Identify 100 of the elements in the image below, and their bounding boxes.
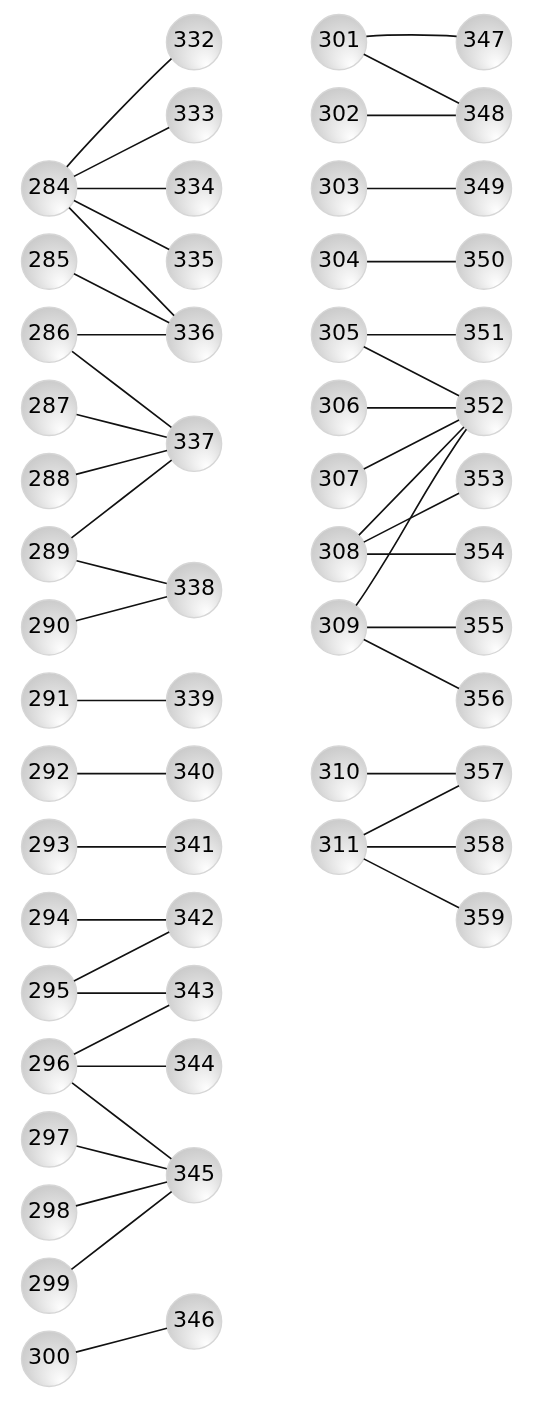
node-circle: 335 <box>165 233 223 290</box>
node-circle: 337 <box>165 415 223 473</box>
node-circle: 307 <box>310 452 368 510</box>
node-circle: 286 <box>20 306 78 364</box>
connector <box>70 1190 173 1271</box>
connector <box>363 784 460 836</box>
connector <box>75 1181 168 1207</box>
node-circle: 295 <box>20 964 78 1022</box>
connector <box>355 428 468 607</box>
connector <box>363 858 460 909</box>
node-circle: 353 <box>455 452 513 510</box>
node-circle: 354 <box>455 525 513 583</box>
node-circle: 310 <box>310 745 368 802</box>
node-circle: 309 <box>310 599 368 656</box>
connector <box>363 419 460 470</box>
node-circle: 308 <box>310 525 368 583</box>
connector <box>76 992 167 994</box>
connector <box>366 187 457 190</box>
connector <box>75 1145 168 1170</box>
connector <box>75 596 168 622</box>
connector <box>363 492 460 543</box>
node-circle: 357 <box>455 745 513 802</box>
connector <box>366 407 457 409</box>
node-circle: 285 <box>20 233 78 290</box>
node-circle: 300 <box>20 1330 78 1388</box>
node-circle: 302 <box>310 87 368 144</box>
connector <box>366 553 457 556</box>
connector <box>76 333 167 336</box>
connector <box>75 449 168 476</box>
node-circle: 288 <box>20 452 78 510</box>
node-circle: 343 <box>165 964 223 1022</box>
node-circle: 305 <box>310 306 368 364</box>
node-circle: 342 <box>165 891 223 949</box>
connector <box>71 1082 173 1160</box>
node-circle: 303 <box>310 160 368 217</box>
connector <box>76 919 167 921</box>
connector <box>366 260 457 263</box>
connector <box>366 772 457 775</box>
node-circle: 355 <box>455 599 513 656</box>
node-circle: 338 <box>165 561 223 619</box>
node-circle: 358 <box>455 818 513 876</box>
connector <box>358 426 465 536</box>
node-circle: 356 <box>455 672 513 729</box>
connector <box>76 187 167 190</box>
node-circle: 298 <box>20 1184 78 1241</box>
node-circle: 341 <box>165 818 223 876</box>
node-circle: 292 <box>20 745 78 802</box>
connector <box>73 1004 170 1055</box>
connector <box>73 272 170 324</box>
node-circle: 332 <box>165 13 223 71</box>
node-circle: 304 <box>310 233 368 290</box>
node-circle: 297 <box>20 1111 78 1168</box>
connector <box>75 559 168 585</box>
node-circle: 339 <box>165 672 223 729</box>
node-circle: 345 <box>165 1147 223 1204</box>
node-circle: 352 <box>455 379 513 437</box>
node-circle: 306 <box>310 379 368 437</box>
connector <box>363 346 460 397</box>
connector <box>68 206 175 317</box>
node-circle: 290 <box>20 599 78 656</box>
node-circle: 293 <box>20 818 78 876</box>
connector <box>366 845 457 848</box>
node-circle: 346 <box>165 1293 223 1350</box>
connector <box>73 931 170 982</box>
node-circle: 336 <box>165 306 223 364</box>
node-circle: 348 <box>455 87 513 144</box>
connector <box>75 413 168 439</box>
connector <box>366 333 457 336</box>
connector <box>363 53 460 105</box>
connector <box>363 638 460 690</box>
connector <box>66 57 173 168</box>
node-circle: 287 <box>20 379 78 437</box>
node-circle: 350 <box>455 233 513 290</box>
node-circle: 291 <box>20 672 78 729</box>
connector <box>366 114 457 117</box>
node-circle: 294 <box>20 891 78 949</box>
connector <box>73 199 170 251</box>
node-circle: 299 <box>20 1257 78 1314</box>
node-circle: 344 <box>165 1037 223 1095</box>
node-circle: 359 <box>455 891 513 949</box>
connector <box>73 126 170 178</box>
node-circle: 333 <box>165 87 223 144</box>
node-circle: 347 <box>455 13 513 71</box>
node-circle: 311 <box>310 818 368 876</box>
connector <box>76 845 167 848</box>
connector <box>76 772 167 775</box>
node-circle: 296 <box>20 1037 78 1095</box>
node-circle: 301 <box>310 13 368 71</box>
node-circle: 349 <box>455 160 513 217</box>
node-circle: 340 <box>165 745 223 802</box>
connector <box>71 350 173 429</box>
connector <box>70 459 173 539</box>
connector <box>366 626 457 629</box>
connector <box>75 1327 168 1353</box>
node-circle: 351 <box>455 306 513 364</box>
connector <box>76 699 167 702</box>
connector <box>365 34 458 38</box>
node-circle: 289 <box>20 525 78 583</box>
node-circle: 334 <box>165 160 223 217</box>
node-circle: 284 <box>20 160 78 217</box>
